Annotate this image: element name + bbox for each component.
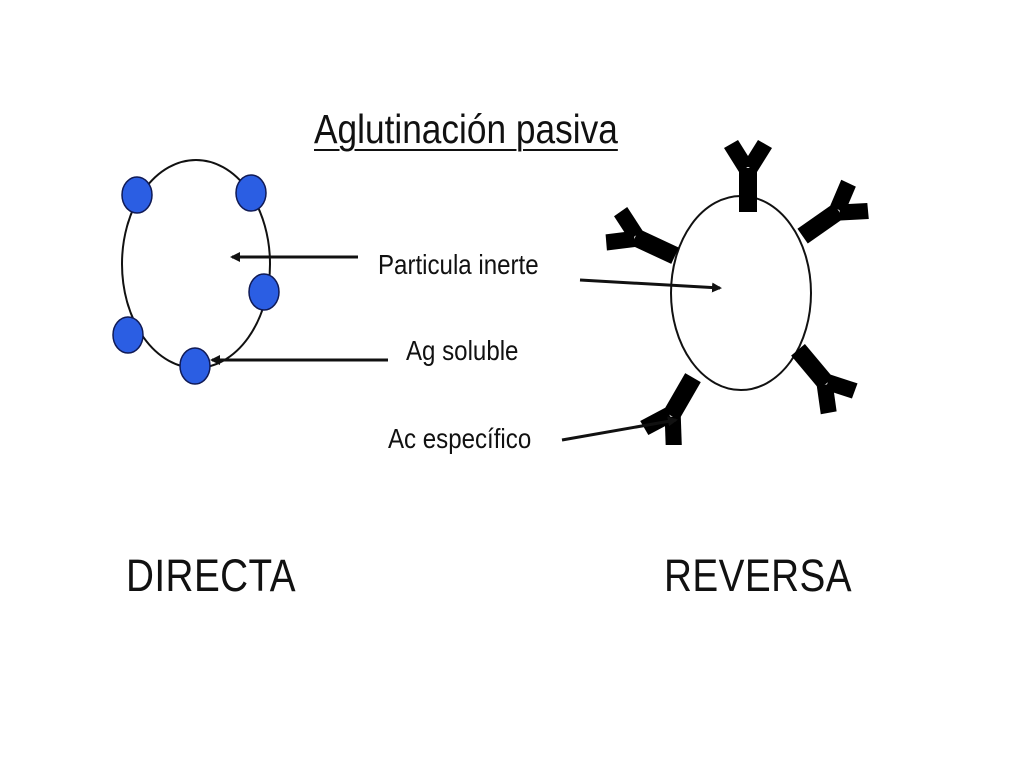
antigen-dot: [235, 174, 267, 212]
antigen-dot: [179, 347, 211, 385]
antibody-icon: [779, 334, 863, 421]
arrow-to-particle-reverse: [579, 278, 722, 293]
callout-arrows: [210, 252, 722, 442]
reverse-panel: [599, 140, 876, 452]
antigen-dot: [248, 273, 280, 311]
label-specific-antibody: Ac específico: [388, 423, 532, 454]
label-reverse: REVERSA: [664, 550, 852, 601]
antibody-icon: [599, 203, 686, 278]
label-inert-particle: Particula inerte: [378, 249, 539, 280]
antigen-dot: [112, 316, 144, 354]
diagram-title: Aglutinación pasiva: [314, 106, 618, 152]
direct-panel: [112, 159, 280, 385]
arrow-to-antibody: [561, 416, 678, 442]
inert-particle-reverse: [670, 195, 812, 391]
label-soluble-antigen: Ag soluble: [406, 335, 519, 366]
antibody-icon: [636, 365, 714, 452]
antigen-dot: [121, 176, 153, 214]
label-direct: DIRECTA: [126, 550, 297, 601]
antigen-dots: [112, 174, 280, 385]
antibodies: [599, 140, 876, 452]
